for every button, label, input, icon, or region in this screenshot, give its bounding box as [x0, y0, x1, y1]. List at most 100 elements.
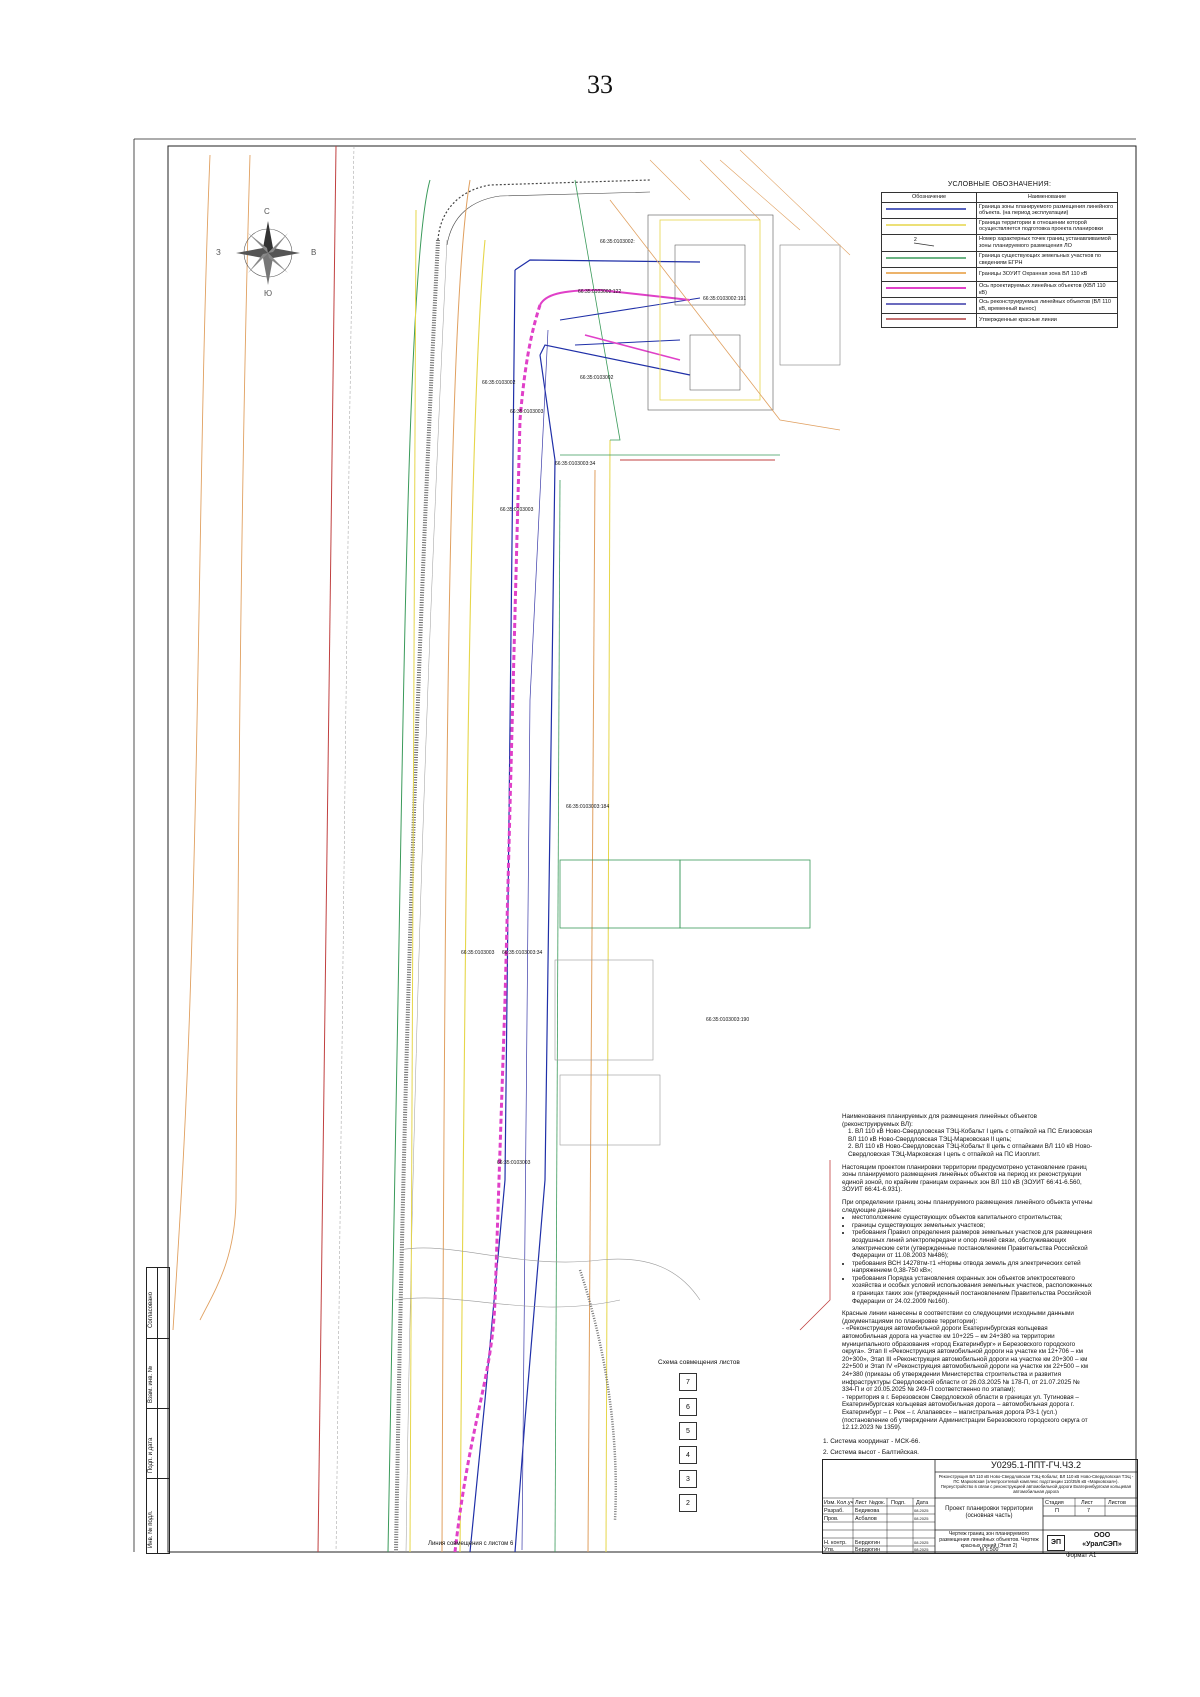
sheet-value: 7 [1087, 1508, 1091, 1514]
stamp-person: Бедикова [855, 1508, 880, 1514]
notes-list-item: 1. ВЛ 110 кВ Ново-Свердловская ТЭЦ-Кобал… [848, 1128, 1093, 1143]
legend-item-label: Граница существующих земельных участков … [976, 251, 1118, 268]
sheet-scheme-box: 2 [679, 1494, 697, 1512]
parcel-label: 66:35:0103003 [497, 1160, 531, 1166]
legend-symbol [881, 217, 977, 235]
compass-north-label: С [264, 207, 270, 216]
legend-item-label: Границы ЗОУИТ Охранная зона ВЛ 110 кВ [976, 267, 1118, 282]
notes-paragraph: Красные линии нанесены в соответствии со… [842, 1310, 1089, 1432]
parcel-label: 66:35:0103003 [500, 507, 534, 513]
sheet-scheme-box: 6 [679, 1398, 697, 1416]
stamp-person: Бердюгин [855, 1547, 881, 1553]
left-approval-stamp: Согласовано Взам. инв. № Подп. и дата Ин… [146, 1267, 170, 1554]
legend-row: 2 Номер характерных точек границ устанав… [881, 233, 1118, 252]
title-block: У0295.1-ППТ-ГЧ.ЧЗ.2 Реконструкция ВЛ 110… [822, 1459, 1138, 1554]
notes-paragraph: Настоящим проектом планировки территории… [842, 1163, 1087, 1194]
notes-paragraph: Наименования планируемых для размещения … [842, 1113, 1037, 1128]
compass-west-label: З [216, 248, 221, 257]
legend-header-symbol: Обозначение [881, 192, 977, 203]
legend-row: Ось проектируемых линейных объектов (КВЛ… [881, 281, 1118, 298]
legend-item-label: Утвержденные красные линии [976, 313, 1118, 328]
stamp-date: 08.2025 [914, 1516, 929, 1521]
parcel-label: 66:35:0103003:34 [502, 950, 543, 956]
document-code: У0295.1-ППТ-ГЧ.ЧЗ.2 [991, 1460, 1081, 1470]
object-name: Реконструкция ВЛ 110 кВ Ново-Свердловска… [938, 1474, 1134, 1494]
notes-list-item: местоположение существующих объектов кап… [852, 1214, 1094, 1222]
notes-list-item: требования Порядка установления охранных… [852, 1275, 1094, 1305]
company-prefix: ООО [1093, 1532, 1111, 1539]
height-system-note: 2. Система высот - Балтийская. [823, 1449, 919, 1456]
legend-item-label: Граница территории в отношении которой о… [976, 217, 1118, 235]
parcel-label: 66:35:0103003:190 [706, 1017, 750, 1023]
sheet-scheme-title: Схема совмещения листов [658, 1359, 740, 1366]
parcel-label: 66:35:0103002 [482, 380, 516, 386]
parcel-label: 66:35:0103002 [580, 375, 614, 381]
stamp-person: Бердюгин [855, 1540, 881, 1546]
notes-paragraph: При определении границ зоны планируемого… [842, 1198, 1093, 1214]
stamp-person: Асбалов [855, 1516, 877, 1522]
notes-list-item: требования Правил определения размеров з… [852, 1229, 1094, 1259]
stamp-date: 08.2025 [914, 1508, 929, 1513]
stamp-header: Подп. [891, 1500, 906, 1506]
compass-east-label: В [311, 248, 317, 257]
compass-south-label: Ю [264, 289, 273, 298]
stamp-role: Н. контр. [824, 1540, 847, 1546]
legend-item-label: Граница зоны планируемого размещения лин… [976, 201, 1118, 219]
title-block-grid [823, 1460, 1137, 1553]
sheet-scheme-box: 4 [679, 1446, 697, 1464]
parcel-label: 66:35:0103002: [600, 239, 635, 245]
legend-item-label: Ось проектируемых линейных объектов (КВЛ… [976, 281, 1118, 298]
parcel-label: 66:35:0103003 [461, 950, 495, 956]
stamp-date: 08.2025 [914, 1547, 929, 1552]
legend-symbol [881, 313, 977, 328]
legend-row: Граница территории в отношении которой о… [881, 217, 1118, 235]
stamp-header: №док. [869, 1500, 886, 1506]
stamp-role: Пров. [824, 1516, 839, 1522]
notes-list-item: границы существующих земельных участков; [852, 1222, 1094, 1230]
coordinate-notes: 1. Система координат - МСК-66. 2. Систем… [823, 1436, 920, 1458]
legend-symbol [881, 297, 977, 314]
legend-item-label: Номер характерных точек границ устанавли… [976, 233, 1118, 252]
stamp-header: Дата [916, 1500, 929, 1506]
legend-symbol [881, 267, 977, 282]
stamp-replace-label: Взам. инв. № [148, 1365, 154, 1403]
legend-table: Обозначение Наименование Граница зоны пл… [881, 192, 1118, 328]
stamp-header: Лист [855, 1500, 867, 1506]
company-logo: ЭП [1047, 1535, 1065, 1551]
stage-value: П [1055, 1508, 1059, 1514]
legend-symbol [881, 281, 977, 298]
notes-list-item: требования ВСН 14278тм-т1 «Нормы отвода … [852, 1260, 1094, 1275]
legend-row: Границы ЗОУИТ Охранная зона ВЛ 110 кВ [881, 267, 1118, 282]
stamp-date: 08.2025 [914, 1540, 929, 1545]
map-legend: УСЛОВНЫЕ ОБОЗНАЧЕНИЯ: Обозначение Наимен… [881, 181, 1118, 328]
legend-title: УСЛОВНЫЕ ОБОЗНАЧЕНИЯ: [947, 181, 1052, 188]
stamp-role: Разраб. [824, 1508, 844, 1514]
page-number: 33 [587, 70, 613, 99]
legend-item-label: Ось реконструируемых линейных объектов (… [976, 297, 1118, 314]
legend-symbol: 2 [881, 233, 977, 252]
sheet-scheme-box: 5 [679, 1422, 697, 1440]
stamp-header: Изм. [824, 1500, 836, 1506]
legend-row: Ось реконструируемых линейных объектов (… [881, 297, 1118, 314]
stamp-header: Кол.уч [837, 1500, 854, 1506]
drawing-scale: М 1:500 [979, 1547, 999, 1553]
parcel-label: 66:35:0103002:191 [703, 296, 747, 302]
stamp-sign-date-label: Подп. и дата [148, 1437, 154, 1473]
stamp-role: Утв. [824, 1547, 835, 1553]
parcel-label: 66:35:0103003:184 [566, 804, 610, 810]
legend-symbol [881, 251, 977, 268]
company-name: «УралСЭП» [1082, 1541, 1122, 1548]
stamp-agreed-label: Согласовано [148, 1291, 154, 1328]
parcel-label: 66:35:0103003:34 [555, 461, 596, 467]
legend-row: Граница существующих земельных участков … [881, 251, 1118, 268]
coord-system-note: 1. Система координат - МСК-66. [823, 1438, 921, 1445]
match-line-label: Линия совмещения с листом 6 [428, 1541, 514, 1547]
legend-row: Утвержденные красные линии [881, 313, 1118, 328]
stamp-inventory-label: Инв. № подл. [148, 1510, 154, 1548]
sheets-header: Листов [1108, 1500, 1126, 1506]
stage-header: Стадия [1045, 1500, 1064, 1506]
explanatory-notes: Наименования планируемых для размещения … [842, 1113, 1094, 1437]
sheet-scheme-box: 7 [679, 1373, 697, 1391]
legend-symbol [881, 201, 977, 219]
notes-list-item: 2. ВЛ 110 кВ Ново-Свердловская ТЭЦ-Кобал… [848, 1143, 1093, 1158]
